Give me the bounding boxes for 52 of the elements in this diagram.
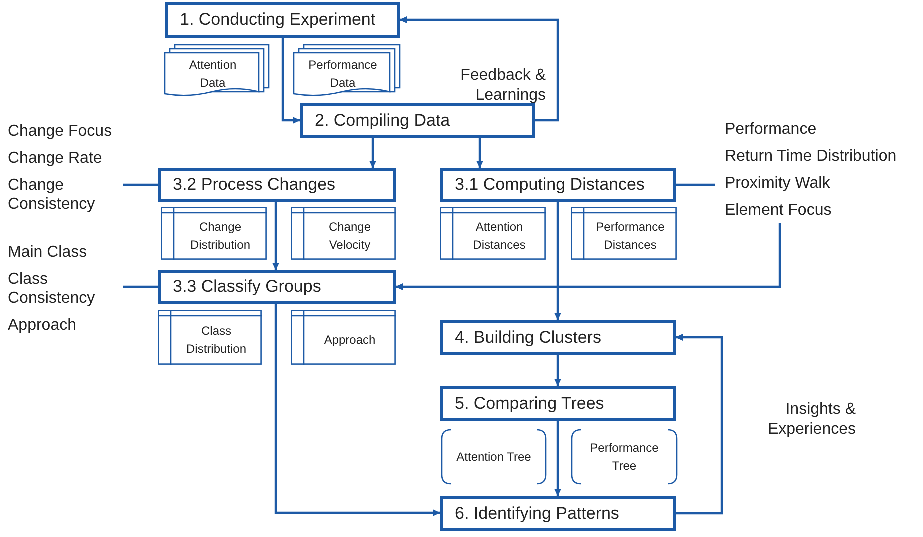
attribute-label: Change Focus xyxy=(8,122,114,141)
item-label: Class Distribution xyxy=(185,322,248,358)
arrow xyxy=(272,202,280,270)
arrow xyxy=(370,138,376,168)
attribute-label: Main Class xyxy=(8,243,88,262)
step-title: 3.2 Process Changes xyxy=(173,175,336,195)
item-label: Approach xyxy=(324,332,376,348)
arrow xyxy=(554,355,562,386)
arrow xyxy=(554,202,562,320)
process-box xyxy=(440,320,676,355)
arrow xyxy=(554,421,562,496)
process-box xyxy=(300,103,535,138)
step-title: 1. Conducting Experiment xyxy=(180,10,376,30)
attribute-label: Proximity Walk xyxy=(725,174,832,193)
step-title: 4. Building Clusters xyxy=(455,328,602,348)
item-label: Change Distribution xyxy=(189,218,252,254)
attribute-label: Change Consistency xyxy=(8,176,96,214)
process-box xyxy=(440,168,676,202)
step-title: 5. Comparing Trees xyxy=(455,394,604,414)
edge-label: Feedback & Learnings xyxy=(460,66,546,106)
attribute-label: Change Rate xyxy=(8,149,104,168)
arrow xyxy=(396,223,782,290)
arrow xyxy=(476,138,484,168)
arrow xyxy=(282,38,300,124)
arrow xyxy=(676,334,724,515)
attribute-label: Return Time Distribution xyxy=(725,147,898,166)
edge-label: Insights & Experiences xyxy=(766,400,856,440)
item-label: Performance Data xyxy=(308,56,378,92)
process-box xyxy=(158,168,396,202)
step-title: 2. Compiling Data xyxy=(315,110,450,130)
item-label: Change Velocity xyxy=(328,218,372,254)
process-box xyxy=(440,386,676,421)
connector-line xyxy=(676,184,715,186)
process-box xyxy=(440,496,676,531)
connector-line xyxy=(123,184,158,186)
step-title: 3.1 Computing Distances xyxy=(455,175,645,195)
item-label: Performance Tree xyxy=(589,440,660,475)
attribute-label: Class Consistency xyxy=(8,270,96,308)
attribute-label: Performance xyxy=(725,120,818,139)
connector-line xyxy=(123,286,158,288)
arrow xyxy=(400,16,560,122)
item-label: Attention Tree xyxy=(456,449,532,466)
step-title: 3.3 Classify Groups xyxy=(173,277,322,297)
process-box xyxy=(158,270,396,304)
attribute-label: Element Focus xyxy=(725,201,833,220)
arrow xyxy=(274,304,440,516)
attribute-label: Approach xyxy=(8,316,78,335)
item-label: Attention Data xyxy=(188,56,238,92)
item-label: Performance Distances xyxy=(595,218,666,254)
step-title: 6. Identifying Patterns xyxy=(455,504,620,524)
item-label: Attention Distances xyxy=(472,218,527,254)
process-box xyxy=(165,2,400,38)
